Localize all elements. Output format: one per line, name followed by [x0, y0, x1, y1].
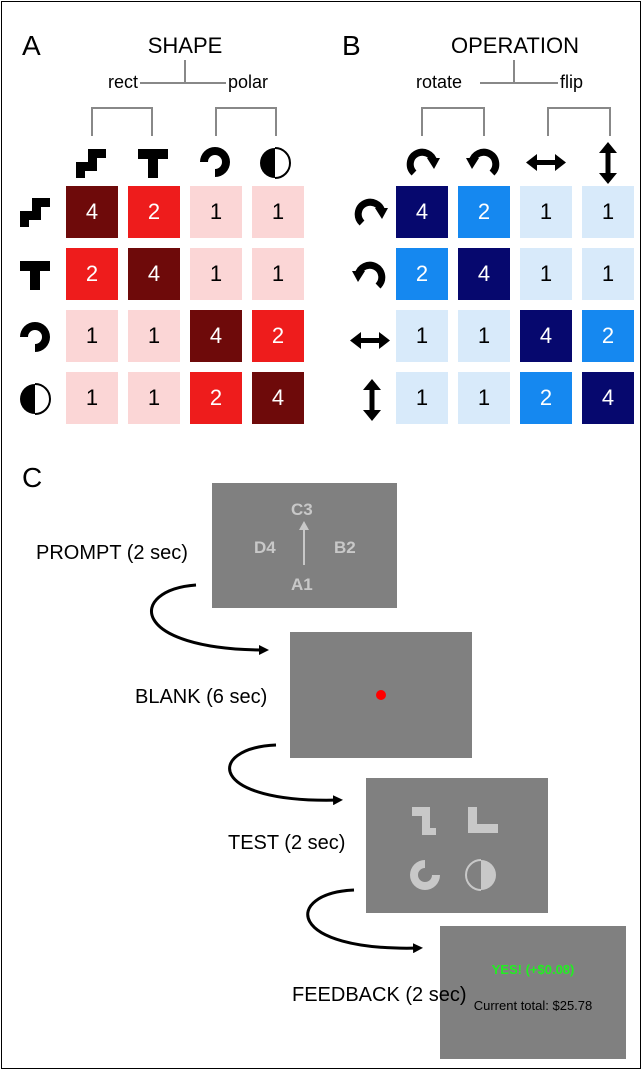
operation-matrix-cell-r1-c2: 2 [458, 186, 510, 238]
test-half-circle-icon [465, 859, 496, 891]
step-label-prompt: PROMPT (2 sec) [36, 542, 188, 564]
step-label-feedback: FEEDBACK (2 sec) [292, 984, 467, 1006]
shape-matrix-cell-r1-c4: 1 [252, 186, 304, 238]
shape-matrix-cell-r4-c1: 1 [66, 372, 118, 424]
up-arrow-icon [299, 521, 309, 565]
test-step-shape-icon [412, 807, 436, 835]
panel-c-letter: C [22, 462, 43, 493]
half-circle-icon [260, 147, 291, 179]
rotate-clockwise-icon [406, 148, 440, 176]
horizontal-flip-arrow-icon [526, 154, 566, 171]
shape-matrix-cell-r2-c4: 1 [252, 248, 304, 300]
shape-matrix-cell-r4-c4: 4 [252, 372, 304, 424]
branch-label-flip: flip [558, 72, 586, 93]
vertical-flip-arrow-icon [363, 379, 381, 421]
operation-matrix-cell-r1-c3: 1 [520, 186, 572, 238]
rotate-clockwise-icon [354, 198, 388, 226]
t-shape-icon [138, 149, 168, 178]
step-label-blank: BLANK (6 sec) [135, 686, 268, 708]
panel-a-letter: A [22, 30, 41, 61]
vertical-flip-arrow-icon [599, 142, 617, 184]
panel-b-title: OPERATION [451, 33, 579, 58]
half-circle-icon [20, 383, 51, 415]
operation-matrix-cell-r3-c3: 4 [520, 310, 572, 362]
test-partial-circle-icon [410, 860, 440, 890]
prompt-label-bottom: A1 [291, 575, 313, 594]
shape-matrix-cell-r3-c4: 2 [252, 310, 304, 362]
operation-matrix-cell-r1-c1: 4 [396, 186, 448, 238]
operation-matrix-cell-r3-c4: 2 [582, 310, 634, 362]
shape-matrix-cell-r3-c1: 1 [66, 310, 118, 362]
operation-matrix-cell-r1-c4: 1 [582, 186, 634, 238]
operation-matrix-cell-r3-c1: 1 [396, 310, 448, 362]
operation-matrix-cell-r4-c3: 2 [520, 372, 572, 424]
rotate-counterclockwise-icon [352, 261, 386, 289]
operation-hierarchy-tree [421, 60, 611, 136]
operation-matrix-cell-r3-c2: 1 [458, 310, 510, 362]
prompt-label-right: B2 [334, 538, 356, 557]
partial-circle-icon [20, 322, 50, 352]
rotate-counterclockwise-icon [466, 148, 500, 176]
branch-label-rect: rect [106, 72, 141, 93]
operation-matrix-cell-r4-c1: 1 [396, 372, 448, 424]
feedback-result: YES! (+$0.08) [491, 962, 575, 977]
shape-matrix-cell-r2-c1: 2 [66, 248, 118, 300]
branch-label-polar: polar [226, 72, 271, 93]
horizontal-flip-arrow-icon [350, 332, 390, 349]
test-screen [366, 778, 548, 913]
shape-matrix-cell-r4-c2: 1 [128, 372, 180, 424]
panel-b-letter: B [342, 30, 361, 61]
feedback-total: Current total: $25.78 [473, 998, 593, 1013]
step-label-test: TEST (2 sec) [228, 832, 346, 854]
test-t-shape-icon [468, 807, 498, 833]
shape-matrix-cell-r1-c2: 2 [128, 186, 180, 238]
shape-matrix-cell-r3-c2: 1 [128, 310, 180, 362]
shape-matrix-cell-r2-c2: 4 [128, 248, 180, 300]
t-shape-icon [20, 261, 50, 290]
blank-screen [290, 632, 472, 758]
branch-label-rotate: rotate [414, 72, 465, 93]
shape-matrix-cell-r1-c1: 4 [66, 186, 118, 238]
feedback-screen: YES! (+$0.08) Current total: $25.78 [440, 926, 626, 1059]
shape-matrix-cell-r1-c3: 1 [190, 186, 242, 238]
panel-a-title: SHAPE [147, 33, 223, 58]
step-shape-icon [20, 198, 50, 227]
shape-matrix-cell-r2-c3: 1 [190, 248, 242, 300]
prompt-label-left: D4 [254, 538, 276, 557]
shape-matrix-cell-r4-c3: 2 [190, 372, 242, 424]
arrow-blank-to-test [228, 743, 343, 806]
arrow-prompt-to-blank [149, 583, 269, 655]
fixation-dot [376, 690, 386, 700]
operation-matrix-cell-r2-c1: 2 [396, 248, 448, 300]
prompt-screen: C3 D4 B2 A1 [212, 483, 397, 608]
prompt-label-top: C3 [291, 500, 313, 519]
shape-hierarchy-tree [91, 60, 277, 136]
shape-matrix-cell-r3-c3: 4 [190, 310, 242, 362]
operation-matrix-cell-r2-c4: 1 [582, 248, 634, 300]
operation-matrix-cell-r4-c4: 4 [582, 372, 634, 424]
operation-matrix-cell-r2-c2: 4 [458, 248, 510, 300]
operation-matrix-cell-r2-c3: 1 [520, 248, 572, 300]
arrow-test-to-feedback [306, 888, 423, 954]
operation-matrix-cell-r4-c2: 1 [458, 372, 510, 424]
partial-circle-icon [200, 147, 230, 177]
step-shape-icon [76, 149, 106, 178]
